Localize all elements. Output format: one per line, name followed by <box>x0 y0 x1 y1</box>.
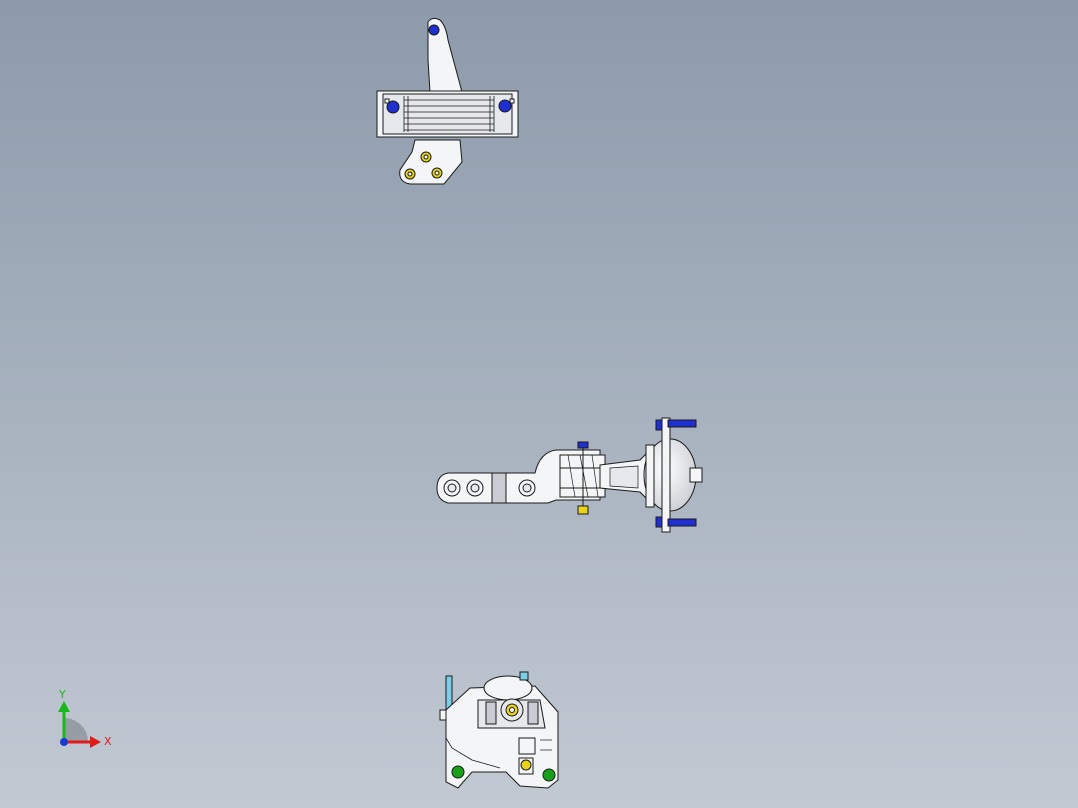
triad-rotation-arc <box>64 718 88 742</box>
mount-arm <box>427 17 463 93</box>
arm-bolt <box>428 24 440 36</box>
block-bolt-left <box>386 100 400 114</box>
y-axis-arrow <box>58 701 70 712</box>
engine-mount-side-view[interactable] <box>439 671 559 789</box>
green-bolt-right <box>542 768 556 782</box>
y-axis-label: Y <box>58 688 66 701</box>
rubber-fins <box>403 96 495 132</box>
reference-triad: Y X <box>58 688 112 748</box>
engine-mount-top-view[interactable] <box>376 17 519 185</box>
mount-block-inner <box>382 93 513 135</box>
stud-bottom <box>667 518 697 527</box>
z-axis-point <box>60 738 68 746</box>
stud-top <box>667 419 697 428</box>
engine-mount-front-view[interactable] <box>436 417 703 533</box>
green-bolt-left <box>451 765 465 779</box>
x-axis-arrow <box>90 736 101 748</box>
block-bolt-right <box>498 99 512 113</box>
x-axis-label: X <box>104 735 112 748</box>
